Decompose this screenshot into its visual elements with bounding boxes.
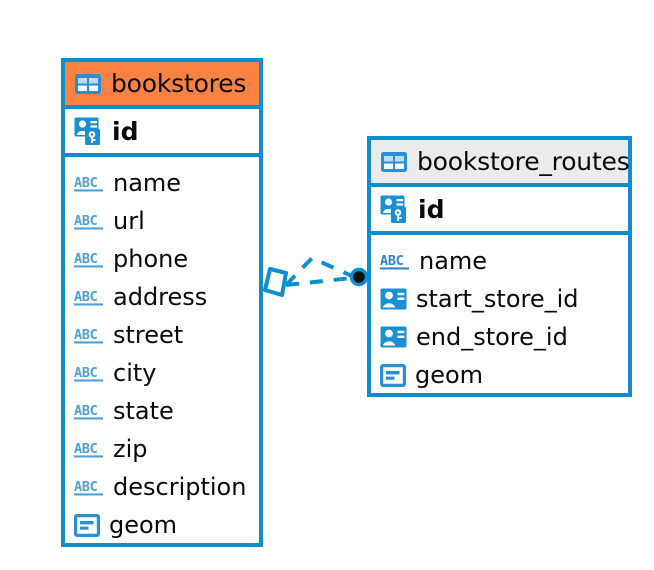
field-label: name xyxy=(419,247,488,275)
geometry-icon xyxy=(74,513,100,537)
svg-text:ABC: ABC xyxy=(74,327,98,343)
foreign-key-icon xyxy=(380,326,407,348)
field-row[interactable]: ABC state xyxy=(65,392,259,430)
svg-text:ABC: ABC xyxy=(74,251,98,267)
abc-icon: ABC xyxy=(74,441,103,457)
field-label: start_store_id xyxy=(416,285,579,313)
field-label: city xyxy=(113,359,157,387)
filled-circle-marker xyxy=(349,267,369,287)
abc-icon: ABC xyxy=(74,251,103,267)
field-label: phone xyxy=(113,245,189,273)
svg-text:ABC: ABC xyxy=(74,213,98,229)
primary-key-icon xyxy=(74,117,100,145)
svg-text:ABC: ABC xyxy=(74,441,98,457)
table-icon xyxy=(75,73,101,94)
field-row[interactable]: ABC zip xyxy=(65,430,259,468)
entity-title: bookstores xyxy=(111,69,247,98)
entity-header-bookstores[interactable]: bookstores xyxy=(65,62,259,109)
svg-text:ABC: ABC xyxy=(74,175,98,191)
abc-icon: ABC xyxy=(74,213,103,229)
field-row[interactable]: geom xyxy=(65,506,259,544)
field-label: name xyxy=(113,169,182,197)
field-label: geom xyxy=(415,361,484,389)
entity-bookstore-routes[interactable]: bookstore_routes id ABC xyxy=(367,136,632,397)
primary-key-row[interactable]: id xyxy=(371,187,628,235)
svg-text:ABC: ABC xyxy=(380,253,404,269)
diamond-marker xyxy=(263,267,288,297)
abc-icon: ABC xyxy=(380,253,409,269)
field-row[interactable]: ABC name xyxy=(371,242,628,280)
field-row[interactable]: ABC name xyxy=(65,164,259,202)
field-row[interactable]: ABC address xyxy=(65,278,259,316)
field-label: zip xyxy=(113,435,148,463)
field-row[interactable]: start_store_id xyxy=(371,280,628,318)
entity-title: bookstore_routes xyxy=(417,147,630,176)
field-row[interactable]: ABC city xyxy=(65,354,259,392)
abc-icon: ABC xyxy=(74,327,103,343)
field-label: geom xyxy=(109,511,178,539)
primary-key-icon xyxy=(380,195,406,223)
abc-icon: ABC xyxy=(74,289,103,305)
entity-header-bookstore-routes[interactable]: bookstore_routes xyxy=(371,140,630,187)
svg-text:ABC: ABC xyxy=(74,403,98,419)
field-label: state xyxy=(113,397,174,425)
relationship-line-upper xyxy=(284,255,353,287)
primary-key-row[interactable]: id xyxy=(65,109,259,157)
field-label: street xyxy=(113,321,184,349)
foreign-key-icon xyxy=(380,288,407,310)
relationship-line-lower xyxy=(285,276,353,287)
field-row[interactable]: ABC phone xyxy=(65,240,259,278)
table-icon xyxy=(381,151,407,172)
field-list-bookstores: ABC name ABC url ABC phone xyxy=(65,157,259,548)
entity-bookstores[interactable]: bookstores id ABC xyxy=(61,58,263,547)
field-row[interactable]: ABC street xyxy=(65,316,259,354)
field-label: description xyxy=(113,473,247,501)
primary-key-label: id xyxy=(418,194,445,224)
field-row[interactable]: ABC description xyxy=(65,468,259,506)
abc-icon: ABC xyxy=(74,403,103,419)
field-list-bookstore-routes: ABC name start_store_id xyxy=(371,235,628,398)
abc-icon: ABC xyxy=(74,175,103,191)
field-label: url xyxy=(113,207,145,235)
abc-icon: ABC xyxy=(74,365,103,381)
field-label: address xyxy=(113,283,208,311)
geometry-icon xyxy=(380,363,406,387)
svg-text:ABC: ABC xyxy=(74,365,98,381)
field-row[interactable]: geom xyxy=(371,356,628,394)
field-label: end_store_id xyxy=(416,323,568,351)
field-row[interactable]: ABC url xyxy=(65,202,259,240)
abc-icon: ABC xyxy=(74,479,103,495)
field-row[interactable]: end_store_id xyxy=(371,318,628,356)
primary-key-label: id xyxy=(112,116,139,146)
svg-text:ABC: ABC xyxy=(74,479,98,495)
svg-text:ABC: ABC xyxy=(74,289,98,305)
